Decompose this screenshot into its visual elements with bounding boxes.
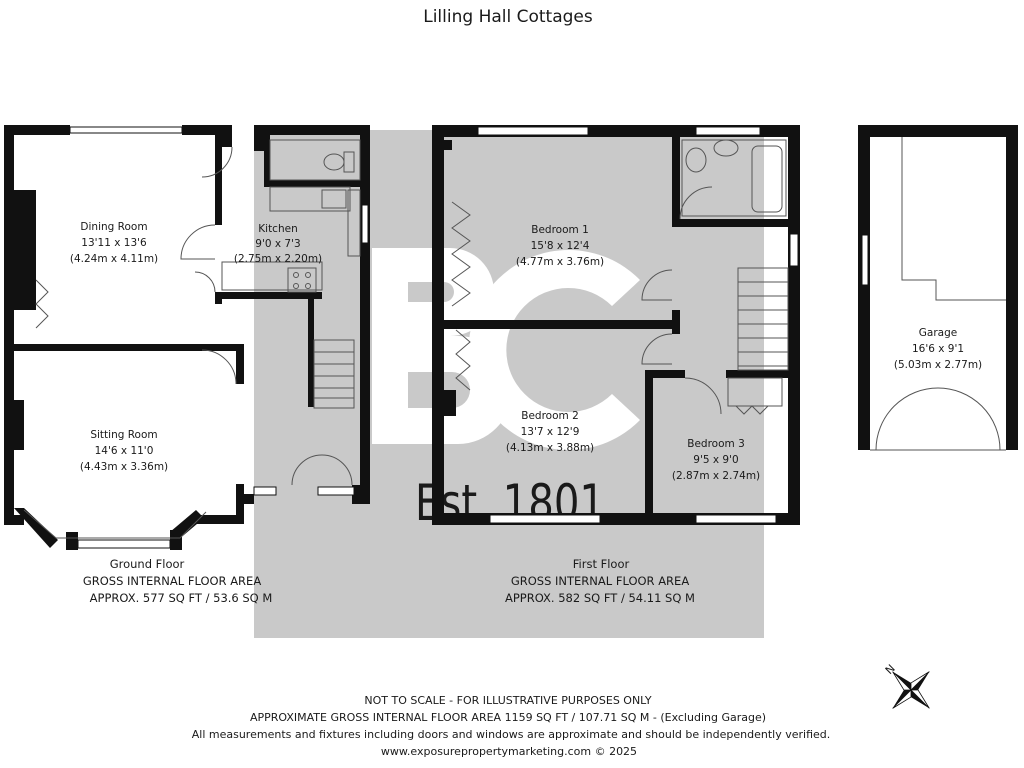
room-size-imperial: 16'6 x 9'1 <box>912 343 964 355</box>
footer-measurements-note: All measurements and fixtures including … <box>192 728 831 741</box>
page-title: Lilling Hall Cottages <box>423 7 593 27</box>
compass-rose-icon: N <box>883 662 930 709</box>
room-size-metric: (2.75m x 2.20m) <box>234 253 322 265</box>
room-label-kitchen: Kitchen 9'0 x 7'3 (2.75m x 2.20m) <box>234 223 322 265</box>
footer-copyright: www.exposurepropertymarketing.com © 2025 <box>381 745 637 758</box>
room-size-imperial: 9'5 x 9'0 <box>693 454 738 466</box>
room-label-garage: Garage 16'6 x 9'1 (5.03m x 2.77m) <box>894 327 982 371</box>
room-size-imperial: 13'7 x 12'9 <box>521 426 580 438</box>
room-name: Bedroom 2 <box>521 410 579 422</box>
ground-floor-plan <box>4 125 370 550</box>
floor-area-label: GROSS INTERNAL FLOOR AREA <box>83 574 262 588</box>
footer-total-area: APPROXIMATE GROSS INTERNAL FLOOR AREA 11… <box>250 711 766 724</box>
room-label-bedroom2: Bedroom 2 13'7 x 12'9 (4.13m x 3.88m) <box>506 410 594 454</box>
room-size-metric: (4.77m x 3.76m) <box>516 256 604 268</box>
room-name: Bedroom 3 <box>687 438 745 450</box>
room-name: Kitchen <box>258 223 297 235</box>
floor-name: Ground Floor <box>110 557 185 571</box>
floor-label-first: First Floor GROSS INTERNAL FLOOR AREA AP… <box>505 557 695 605</box>
footer-disclaimer: NOT TO SCALE - FOR ILLUSTRATIVE PURPOSES… <box>364 694 651 707</box>
floor-area-value: APPROX. 582 SQ FT / 54.11 SQ M <box>505 591 695 605</box>
room-size-metric: (4.24m x 4.11m) <box>70 253 158 265</box>
room-size-imperial: 14'6 x 11'0 <box>95 445 154 457</box>
room-label-bedroom1: Bedroom 1 15'8 x 12'4 (4.77m x 3.76m) <box>516 224 604 268</box>
room-size-imperial: 15'8 x 12'4 <box>531 240 590 252</box>
room-size-imperial: 9'0 x 7'3 <box>255 238 300 250</box>
floor-area-label: GROSS INTERNAL FLOOR AREA <box>511 574 690 588</box>
garage-fixtures <box>870 137 1006 451</box>
room-label-sitting: Sitting Room 14'6 x 11'0 (4.43m x 3.36m) <box>80 429 168 473</box>
first-floor-plan <box>432 125 800 525</box>
room-name: Garage <box>919 327 957 339</box>
watermark-logo: BC <box>0 0 640 450</box>
first-floor-fixtures <box>451 139 789 415</box>
room-label-dining: Dining Room 13'11 x 13'6 (4.24m x 4.11m) <box>70 221 158 265</box>
floor-area-value: APPROX. 577 SQ FT / 53.6 SQ M <box>90 591 273 605</box>
room-size-metric: (4.43m x 3.36m) <box>80 461 168 473</box>
room-name: Bedroom 1 <box>531 224 589 236</box>
room-name: Sitting Room <box>90 429 157 441</box>
room-size-metric: (2.87m x 2.74m) <box>672 470 760 482</box>
room-label-bedroom3: Bedroom 3 9'5 x 9'0 (2.87m x 2.74m) <box>672 438 760 482</box>
room-size-imperial: 13'11 x 13'6 <box>81 237 147 249</box>
watermark-logo-text: BC <box>0 0 2 1</box>
ground-floor-fixtures <box>23 139 361 539</box>
room-size-metric: (4.13m x 3.88m) <box>506 442 594 454</box>
floor-name: First Floor <box>573 557 630 571</box>
floor-label-ground: Ground Floor GROSS INTERNAL FLOOR AREA A… <box>83 557 273 605</box>
room-size-metric: (5.03m x 2.77m) <box>894 359 982 371</box>
garage-plan <box>858 125 1018 450</box>
footer: NOT TO SCALE - FOR ILLUSTRATIVE PURPOSES… <box>192 694 831 758</box>
room-name: Dining Room <box>80 221 147 233</box>
